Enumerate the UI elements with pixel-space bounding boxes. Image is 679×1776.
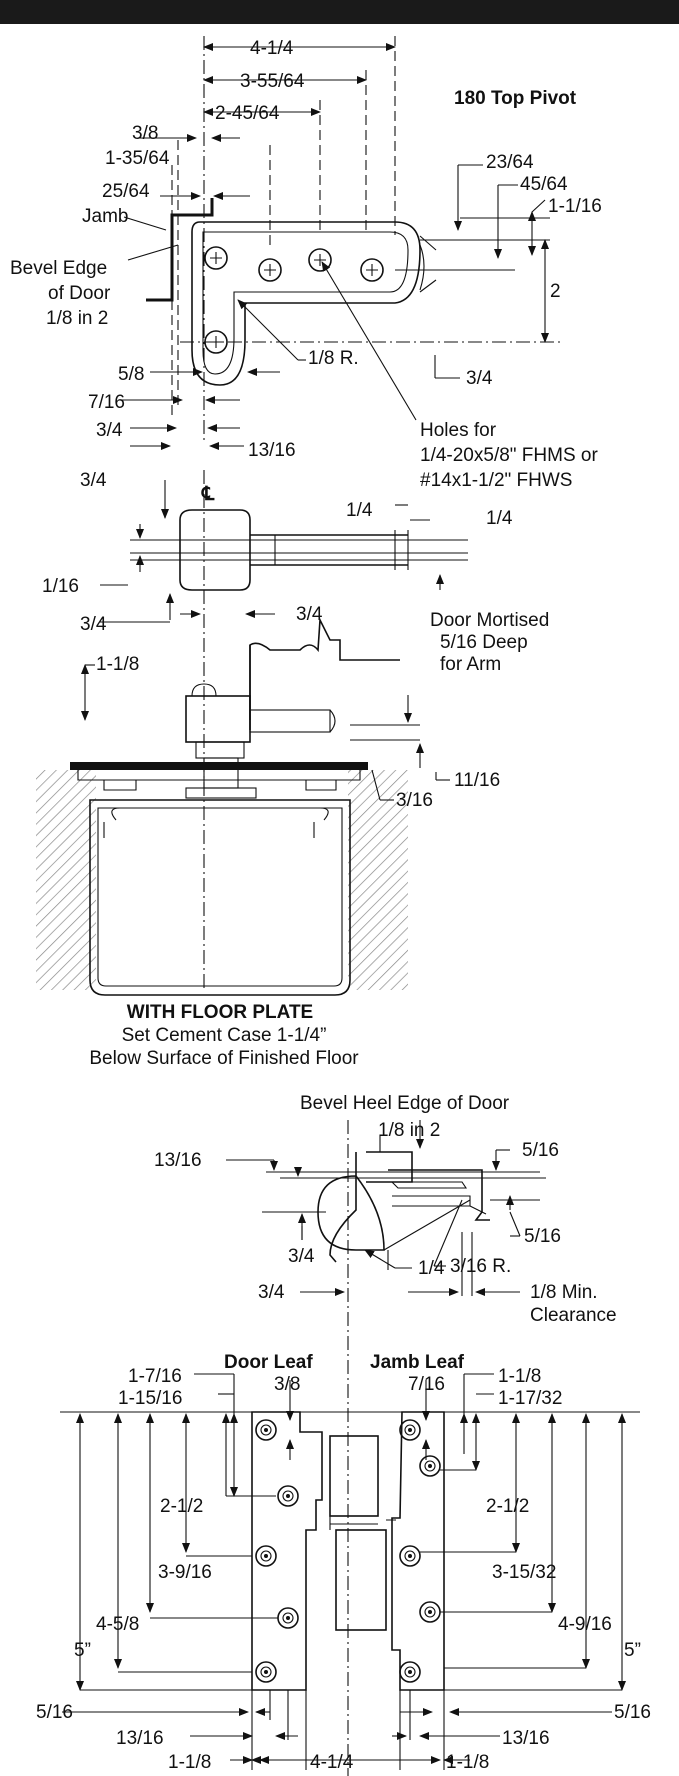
dim-label: Door Mortised [430,610,549,631]
dim-label: 1/8 in 2 [378,1120,440,1141]
dim-label: 1/4 [486,508,513,529]
dim-label: 4-1/4 [310,1752,354,1773]
dim-label: 3-15/32 [492,1562,556,1583]
dim-label: Holes for [420,420,497,441]
screw-hole [277,1485,299,1507]
dim-label: 13/16 [154,1150,202,1171]
dim-label: 1/8 Min. [530,1282,598,1303]
dim-label: 3/4 [296,604,323,625]
dim-label: Clearance [530,1305,617,1326]
screw-hole [255,1419,277,1441]
dim-label: 1-15/16 [118,1388,182,1409]
dim-label: 5/16 [524,1226,561,1247]
top-pivot-view [120,36,560,450]
dim-label: 4-5/8 [96,1614,139,1635]
dim-label: 1-1/8 [168,1752,211,1773]
dim-label: 1-1/8 [498,1366,541,1387]
dim-label: 5/16 Deep [440,632,528,653]
dim-label: 2 [550,281,561,302]
dim-label: 1-35/64 [105,148,170,169]
dim-label: 2-1/2 [486,1496,529,1517]
screw-hole [308,248,332,272]
heel-detail-view [226,1120,546,1776]
dim-label: 2-1/2 [160,1496,203,1517]
screw-hole [419,1601,441,1623]
screw-hole [399,1661,421,1683]
screw-hole [399,1419,421,1441]
top-pivot-title: 180 Top Pivot [454,88,577,109]
dim-label: Bevel Edge [10,258,107,279]
screw-hole [419,1455,441,1477]
dim-label: 1/4-20x5/8" FHMS or [420,445,598,466]
dim-label: 1/4 [346,500,373,521]
centerline-symbol: ℄ [201,484,215,505]
dim-label: 7/16 [88,392,125,413]
dim-label: 3/4 [80,470,107,491]
floor-closer-view [36,617,450,996]
arm-section-view [100,470,468,990]
dim-label: 23/64 [486,152,534,173]
caption-line: Set Cement Case 1-1/4” [122,1025,327,1046]
dim-label: 5/16 [36,1702,73,1723]
dim-label: 13/16 [248,440,296,461]
dim-label: 11/16 [454,770,500,791]
dim-label: Bevel Heel Edge of Door [300,1093,510,1114]
dim-label: 5/16 [614,1702,651,1723]
dim-label: 4-1/4 [250,38,294,59]
dim-label: 13/16 [116,1728,164,1749]
screw-hole [204,246,228,270]
dim-label: 3/4 [288,1246,315,1267]
dim-label: 3/4 [96,420,123,441]
dim-label: 25/64 [102,181,150,202]
dim-label: for Arm [440,654,501,675]
dim-label: 1/8 in 2 [46,308,108,329]
dim-label: 3/4 [80,614,107,635]
dim-label: 1-1/8 [446,1752,489,1773]
dim-label: 1/4 [418,1258,445,1279]
header-bar [0,0,679,24]
dim-label: 3-9/16 [158,1562,212,1583]
dim-label: 1-7/16 [128,1366,182,1387]
dim-label: 5/16 [522,1140,559,1161]
hinge-leaves-view [60,1373,640,1770]
dim-label: 3/4 [466,368,493,389]
screw-hole [399,1545,421,1567]
screw-hole [255,1545,277,1567]
screw-hole [258,258,282,282]
dim-label: 45/64 [520,174,568,195]
screw-hole [255,1661,277,1683]
door-leaf-label: Door Leaf [224,1352,313,1373]
dim-label: 3-55/64 [240,71,305,92]
dim-label: 3/8 [274,1374,300,1395]
dim-label: 2-45/64 [215,103,280,124]
dim-label: 3/16 R. [450,1256,511,1277]
screw-hole [360,258,384,282]
dim-label: 1-1/8 [96,654,139,675]
caption-line: Below Surface of Finished Floor [89,1048,359,1069]
dim-label: 5” [74,1640,91,1661]
dim-label: 5/8 [118,364,144,385]
dim-label: 1/8 R. [308,348,359,369]
dim-label: 7/16 [408,1374,445,1395]
dim-label: Jamb [82,206,128,227]
dim-label: 1-17/32 [498,1388,562,1409]
dim-label: 13/16 [502,1728,550,1749]
dim-label: 3/16 [396,790,433,811]
dim-label: 1-1/16 [548,196,602,217]
dim-label: #14x1-1/2" FHWS [420,470,572,491]
dim-label: of Door [48,283,111,304]
caption-title: WITH FLOOR PLATE [127,1002,313,1023]
dim-label: 4-9/16 [558,1614,612,1635]
dim-label: 3/4 [258,1282,285,1303]
jamb-leaf-label: Jamb Leaf [370,1352,465,1373]
dim-label: 3/8 [132,123,158,144]
screw-hole [277,1607,299,1629]
dim-label: 1/16 [42,576,79,597]
dim-label: 5” [624,1640,641,1661]
